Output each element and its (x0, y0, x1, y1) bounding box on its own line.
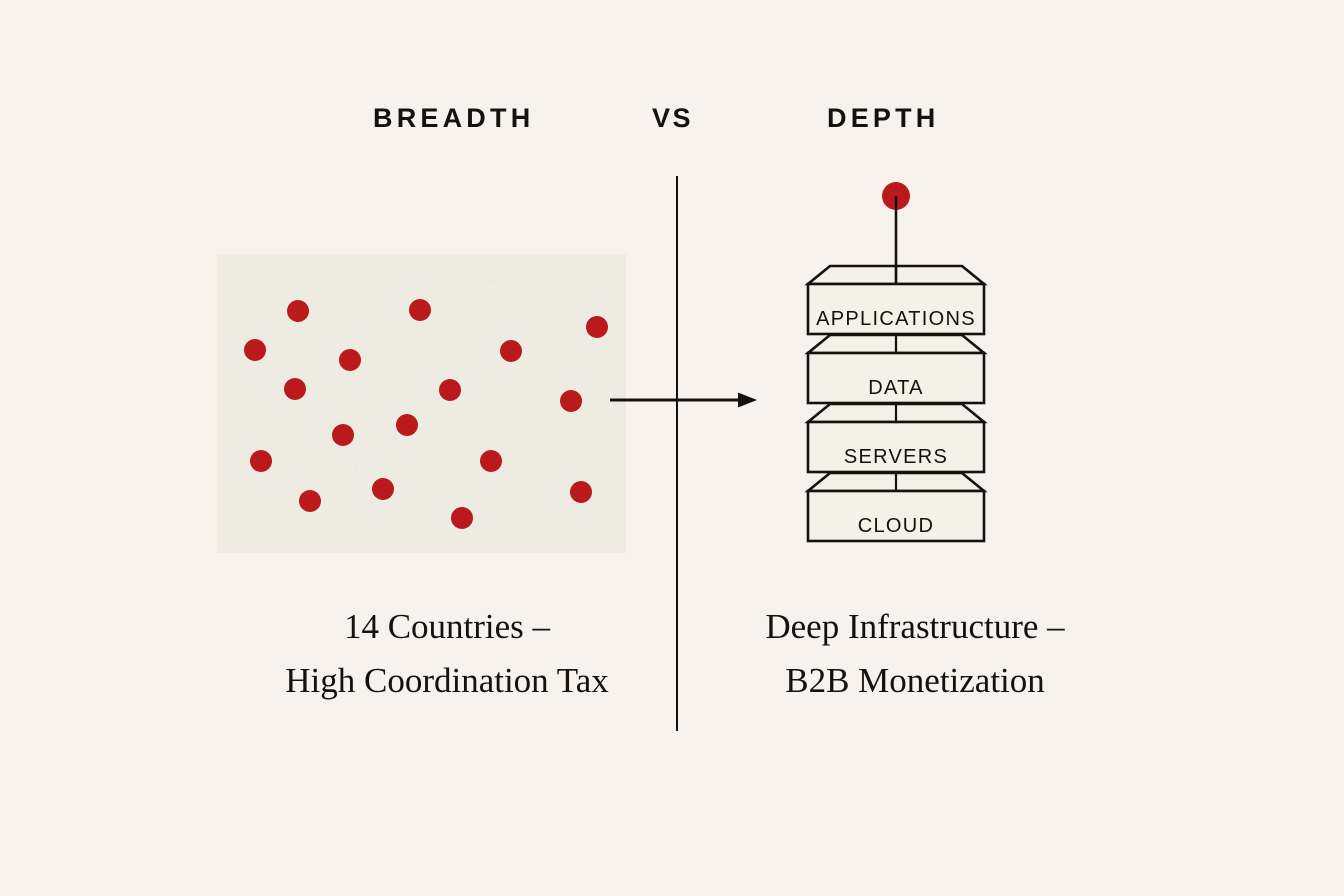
scatter-panel (217, 254, 626, 553)
vertical-divider (676, 176, 678, 731)
scatter-dot (372, 478, 394, 500)
scatter-dot (396, 414, 418, 436)
scatter-dot (570, 481, 592, 503)
stack-layer-body (806, 420, 986, 474)
scatter-dot (500, 340, 522, 362)
caption-breadth-line2: High Coordination Tax (285, 661, 609, 701)
scatter-dot (332, 424, 354, 446)
transition-arrow (610, 392, 757, 408)
scatter-dot (586, 316, 608, 338)
heading-breadth: BREADTH (373, 103, 535, 133)
scatter-dot (244, 339, 266, 361)
heading-depth: DEPTH (827, 103, 940, 133)
scatter-dot (439, 379, 461, 401)
stack-layer-body (806, 489, 986, 543)
scatter-dot (480, 450, 502, 472)
stack-layer-body (806, 282, 986, 336)
caption-breadth-line1: 14 Countries – (343, 607, 551, 646)
stack-layer-body (806, 351, 986, 405)
infrastructure-stack (804, 182, 988, 543)
caption-depth-line2: B2B Monetization (785, 661, 1045, 701)
scatter-dot (339, 349, 361, 371)
caption-depth: Deep Infrastructure – B2B Monetization (700, 600, 1130, 709)
scatter-dot (250, 450, 272, 472)
heading-vs: VS (652, 103, 694, 133)
scatter-dot (284, 378, 306, 400)
scatter-dot (409, 299, 431, 321)
caption-depth-line1: Deep Infrastructure – (765, 607, 1065, 646)
caption-breadth: 14 Countries – High Coordination Tax (232, 600, 662, 709)
scatter-dot (299, 490, 321, 512)
scatter-dot (451, 507, 473, 529)
scatter-dot (560, 390, 582, 412)
scatter-dot (287, 300, 309, 322)
